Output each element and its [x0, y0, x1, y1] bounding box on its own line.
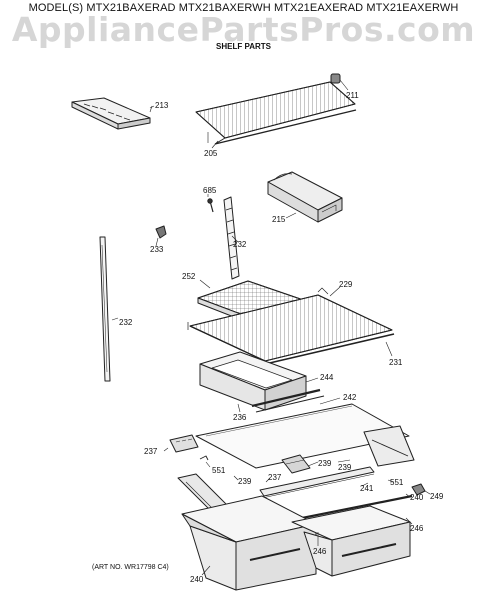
right-cover-support-part [363, 425, 415, 467]
side-rail-part [99, 236, 111, 382]
meat-pan-part [199, 351, 307, 411]
shelf-bracket-part [155, 225, 167, 247]
label-242: 242 [343, 393, 357, 402]
label-232-center: 232 [233, 240, 247, 249]
label-239-right: 239 [338, 463, 352, 472]
label-244: 244 [320, 373, 334, 382]
crisper-cover-glass-part [195, 403, 410, 469]
center-slide-part [281, 454, 311, 474]
label-229: 229 [339, 280, 353, 289]
upper-wire-shelf-part [195, 81, 357, 145]
center-rail-part [223, 196, 240, 280]
part-labels: 213 211 205 685 215 233 232 232 252 229 … [119, 91, 444, 584]
label-241: 241 [360, 484, 374, 493]
label-213: 213 [155, 101, 169, 110]
crisper-drawer-left-part [181, 495, 317, 591]
label-231: 231 [389, 358, 403, 367]
art-number: (ART NO. WR17798 C4) [92, 564, 169, 571]
label-232-side: 232 [119, 318, 133, 327]
watermark: AppliancePartsPros.com [11, 10, 476, 49]
label-215: 215 [272, 215, 286, 224]
model-line: MODEL(S) MTX21BAXERAD MTX21BAXERWH MTX21… [28, 2, 459, 14]
label-252: 252 [182, 272, 196, 281]
label-685: 685 [203, 186, 217, 195]
label-236: 236 [233, 413, 247, 422]
label-239-lower: 239 [238, 477, 252, 486]
label-246-center: 246 [313, 547, 327, 556]
leader-lines [111, 105, 431, 576]
left-cover-support-part [169, 434, 199, 453]
label-551-left: 551 [212, 466, 226, 475]
label-240-right: 240 [410, 493, 424, 502]
label-233: 233 [150, 245, 164, 254]
label-551-right: 551 [390, 478, 404, 487]
label-249: 249 [430, 492, 444, 501]
label-246-right: 246 [410, 524, 424, 533]
pan-rail-part [251, 388, 325, 413]
egg-tray-part [71, 97, 153, 130]
screw-part [207, 198, 214, 213]
dairy-bin-part [267, 171, 343, 223]
slide-out-wire-shelf-part [187, 287, 395, 366]
shelf-end-cap-part [330, 73, 349, 91]
cover-clip-part [199, 455, 209, 461]
crisper-drawer-right-part [291, 505, 411, 577]
label-205: 205 [204, 149, 218, 158]
label-237-left: 237 [144, 447, 158, 456]
label-237-lower: 237 [268, 473, 282, 482]
label-211: 211 [346, 91, 359, 100]
label-239-center: 239 [318, 459, 332, 468]
label-240-left: 240 [190, 575, 204, 584]
front-frame-rail-part [259, 466, 375, 499]
section-title: SHELF PARTS [216, 42, 271, 51]
